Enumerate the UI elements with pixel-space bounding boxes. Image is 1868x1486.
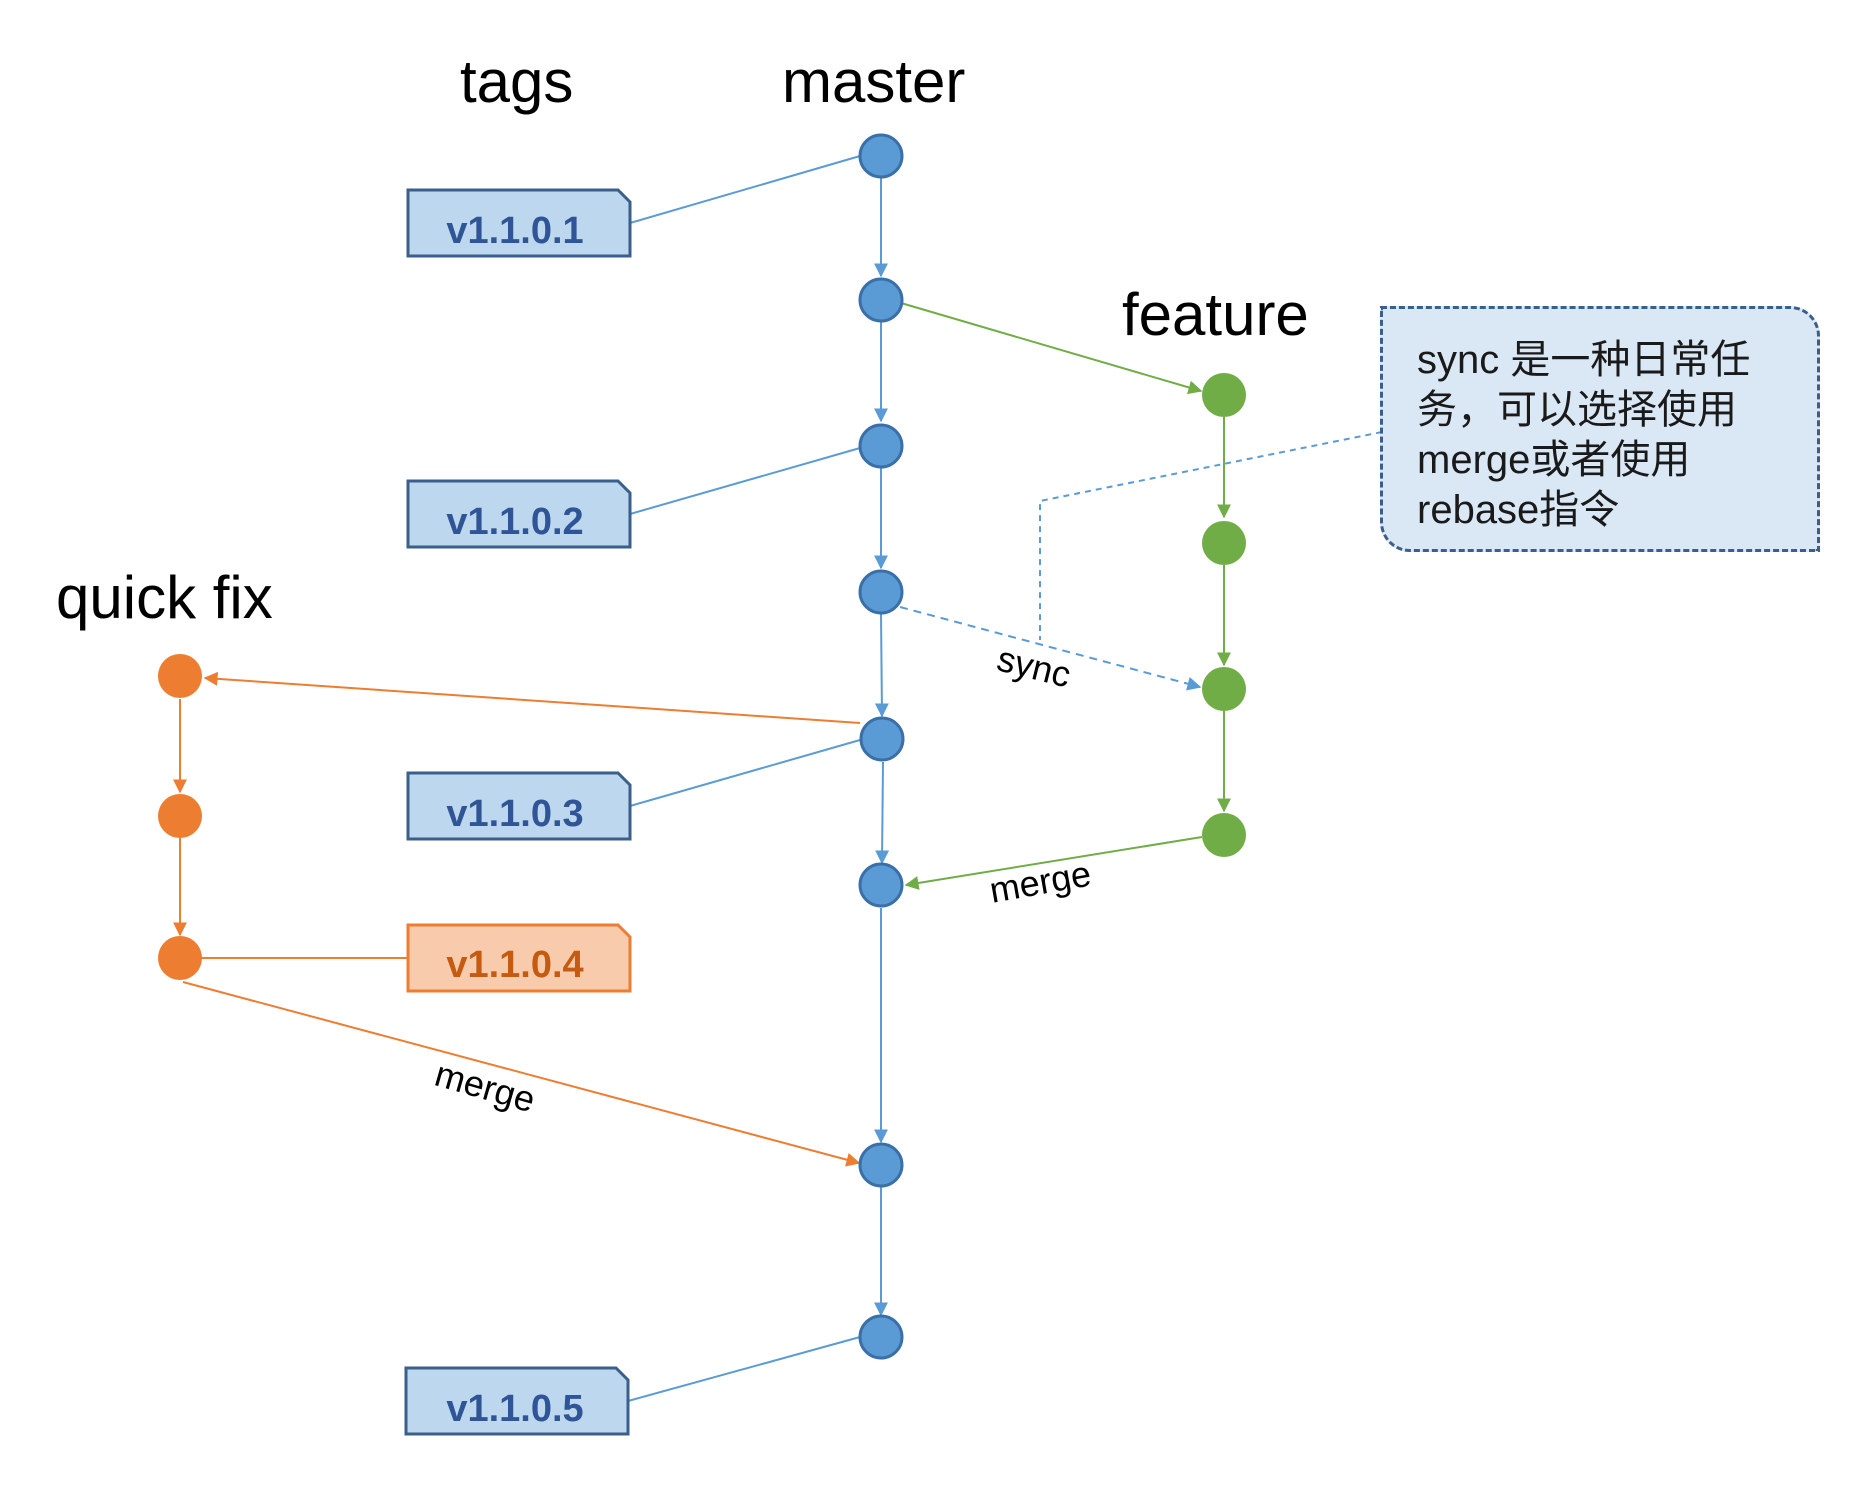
heading-feature: feature [1122, 281, 1309, 348]
tag-connector-5 [627, 1336, 861, 1402]
master-commit-4 [858, 569, 904, 615]
note-line-4: rebase指令 [1417, 488, 1620, 532]
sync-edge [899, 606, 1202, 691]
tag-label: v1.1.0.3 [446, 793, 583, 835]
master-commit-2 [858, 277, 904, 323]
tag-v1.1.0.2: v1.1.0.2 [406, 479, 632, 549]
note-line-1: sync 是一种日常任 [1417, 338, 1751, 382]
branch-to-quickfix-edge [203, 671, 861, 724]
quickfix-commit-2 [158, 794, 202, 838]
tag-connector-3 [629, 739, 861, 807]
master-commit-1 [858, 133, 904, 179]
feature-commit-4 [1202, 813, 1246, 857]
feature-commit-1 [1202, 373, 1246, 417]
note-line-3: merge或者使用 [1417, 438, 1691, 482]
tag-v1.1.0.5: v1.1.0.5 [404, 1366, 630, 1436]
master-edge-4 [874, 613, 889, 718]
branch-to-feature-edge [900, 302, 1203, 395]
master-commit-6 [858, 862, 904, 908]
heading-quick-fix: quick fix [56, 564, 273, 631]
master-commit-5 [859, 716, 905, 762]
tag-label: v1.1.0.4 [446, 944, 583, 986]
heading-master: master [782, 48, 966, 115]
tag-connector-2 [629, 447, 861, 515]
heading-tags: tags [460, 48, 574, 115]
master-edge-5 [875, 761, 890, 865]
master-commit-7 [858, 1142, 904, 1188]
feature-merge-edge [904, 836, 1203, 890]
quickfix-commit-3 [158, 936, 202, 980]
sync-note-callout: sync 是一种日常任 务，可以选择使用 merge或者使用 rebase指令 [1380, 306, 1820, 552]
tag-label: v1.1.0.2 [446, 501, 583, 543]
quickfix-commit-1 [158, 654, 202, 698]
tag-label: v1.1.0.1 [446, 210, 583, 252]
tag-v1.1.0.4: v1.1.0.4 [406, 923, 632, 993]
tag-v1.1.0.1: v1.1.0.1 [406, 188, 632, 258]
note-pointer [1039, 431, 1383, 640]
tag-label: v1.1.0.5 [446, 1388, 583, 1430]
master-commit-8 [858, 1314, 904, 1360]
note-line-2: 务，可以选择使用 [1417, 388, 1737, 432]
tag-v1.1.0.3: v1.1.0.3 [406, 771, 632, 841]
feature-commit-2 [1202, 521, 1246, 565]
tag-connector-1 [629, 155, 861, 224]
quickfix-merge-edge [182, 981, 861, 1167]
feature-commit-3 [1202, 667, 1246, 711]
master-commit-3 [858, 423, 904, 469]
